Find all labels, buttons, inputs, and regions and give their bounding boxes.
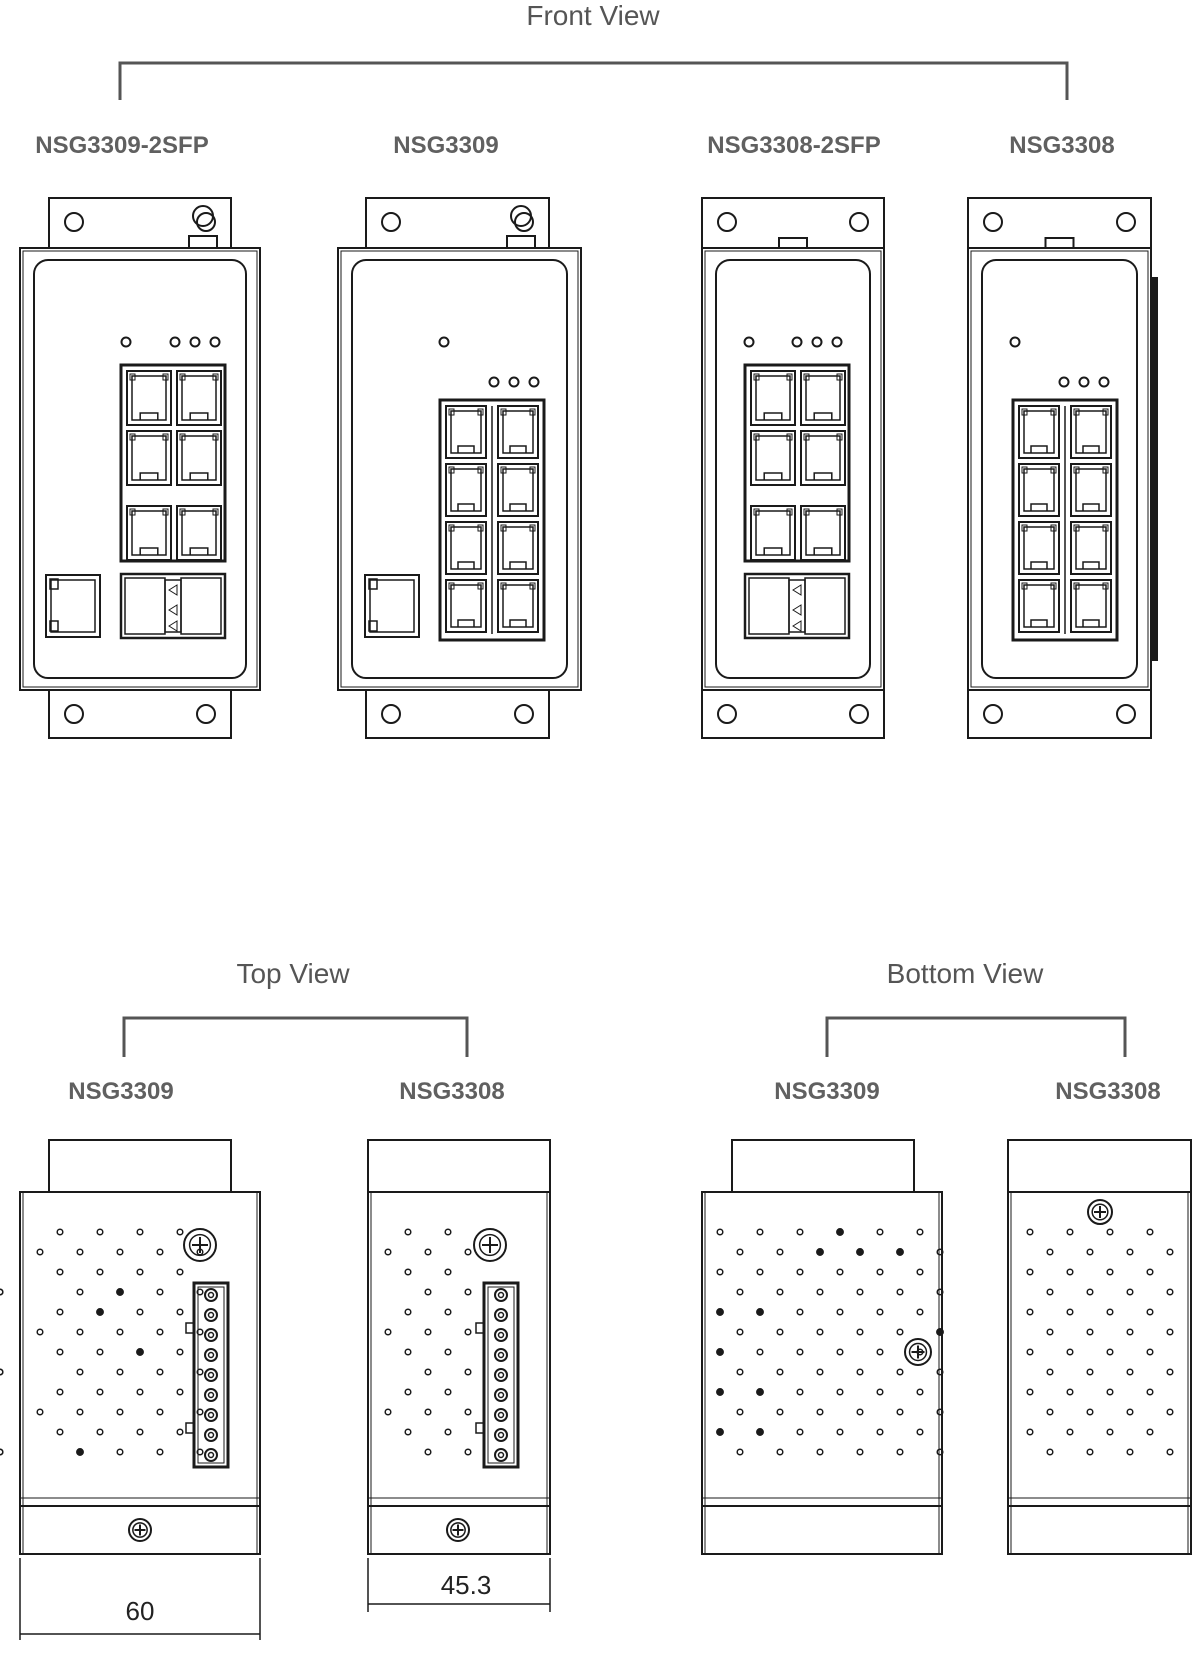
top-view-bracket	[122, 1016, 469, 1057]
front-label-nsg3308: NSG3308	[1009, 132, 1115, 159]
front-label-nsg3309-2sfp: NSG3309-2SFP	[35, 132, 209, 159]
front-device-nsg3309-2sfp	[19, 197, 261, 739]
top-view-title: Top View	[236, 958, 350, 989]
front-view-bracket	[118, 61, 1069, 100]
top-device-nsg3308	[0, 1139, 551, 1555]
front-view-title: Front View	[526, 0, 660, 31]
dimension-width-60: 60	[125, 1596, 155, 1626]
bottom-view-title: Bottom View	[886, 958, 1044, 989]
top-label-nsg3308: NSG3308	[399, 1078, 505, 1105]
top-device-nsg3309	[0, 1139, 261, 1555]
bottom-device-nsg3308	[1007, 1139, 1192, 1555]
dimension-lines	[19, 1558, 551, 1640]
top-label-nsg3309: NSG3309	[68, 1078, 174, 1105]
front-device-nsg3309	[337, 197, 582, 739]
bottom-label-nsg3309: NSG3309	[774, 1078, 880, 1105]
front-device-nsg3308-2sfp	[701, 197, 885, 739]
front-device-nsg3308	[967, 197, 1158, 739]
bottom-view-bracket	[825, 1016, 1127, 1057]
bottom-device-nsg3309	[701, 1139, 944, 1555]
dimension-width-45-3: 45.3	[440, 1570, 492, 1600]
front-label-nsg3309: NSG3309	[393, 132, 499, 159]
front-label-nsg3308-2sfp: NSG3308-2SFP	[707, 132, 881, 159]
bottom-label-nsg3308: NSG3308	[1055, 1078, 1161, 1105]
